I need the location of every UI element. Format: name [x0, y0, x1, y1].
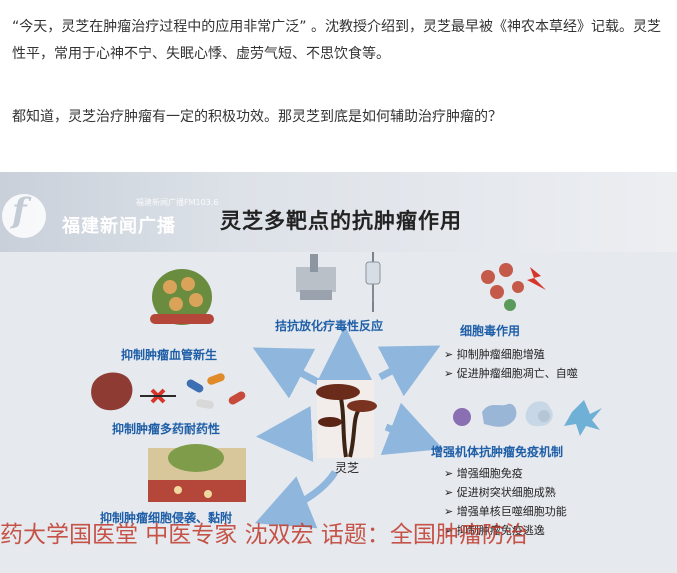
- bullet-marker: ➢: [444, 524, 454, 537]
- article-figure: f 福建新闻广播FM103.6 福建新闻广播 灵芝多靶点的抗肿瘤作用: [0, 172, 677, 573]
- video-caption-watermark: 药大学国医堂 中医专家 沈双宏 话题：全国肿瘤防治: [0, 522, 528, 548]
- broadcast-name: 福建新闻广播: [62, 216, 176, 237]
- immune-bullet-2: ➢ 促进树突状细胞成熟: [444, 486, 556, 499]
- center-label-lingzhi: 灵芝: [335, 461, 360, 475]
- lingzhi-mushroom-icon: [316, 380, 377, 458]
- label-anti-chemo-toxicity: 拮抗放化疗毒性反应: [275, 319, 384, 333]
- article-paragraph-2: 都知道，灵芝治疗肿瘤有一定的积极功效。那灵芝到底是如何辅助治疗肿瘤的？: [12, 109, 502, 125]
- broadcast-frequency: 福建新闻广播FM103.6: [136, 198, 219, 207]
- tumor-cells-icon: [481, 263, 546, 311]
- broadcast-logo: [2, 194, 46, 238]
- bullet-marker: ➢: [444, 348, 454, 361]
- bullet-marker: ➢: [444, 505, 454, 518]
- label-anti-invasion: 抑制肿瘤细胞侵袭、黏附: [100, 511, 233, 525]
- immune-bullet-4: ➢ 抑制肿瘤免疫逃逸: [444, 524, 545, 537]
- article-paragraph-1: “今天，灵芝在肿瘤治疗过程中的应用非常广泛” 。沈教授介绍到，灵芝最早被《神农本…: [12, 19, 661, 62]
- immune-bullet-3: ➢ 增强单核巨噬细胞功能: [444, 505, 567, 518]
- label-immune-enhancement: 增强机体抗肿瘤免疫机制: [431, 445, 564, 459]
- figure-banner: [0, 172, 677, 252]
- cytotoxic-bullet-1: ➢ 抑制肿瘤细胞增殖: [444, 348, 545, 361]
- diagram-illustration: [91, 252, 602, 529]
- immune-cells-icon: [453, 400, 602, 436]
- label-anti-angiogenesis: 抑制肿瘤血管新生: [121, 348, 218, 362]
- tumor-vessel-icon: [150, 269, 214, 325]
- label-cytotoxic-effect: 细胞毒作用: [460, 324, 521, 338]
- tumor-invasion-icon: [148, 444, 246, 502]
- immune-bullet-1: ➢ 增强细胞免疫: [444, 467, 523, 480]
- radiotherapy-equipment-icon: [296, 252, 381, 312]
- cytotoxic-bullet-2: ➢ 促进肿瘤细胞凋亡、自噬: [444, 367, 578, 380]
- bullet-marker: ➢: [444, 486, 454, 499]
- broadcast-logo-icon: f: [12, 191, 27, 231]
- label-anti-multidrug-resistance: 抑制肿瘤多药耐药性: [112, 422, 221, 436]
- diagram-arrows: [252, 326, 444, 529]
- drug-resistance-icon: [91, 372, 246, 411]
- figure-title: 灵芝多靶点的抗肿瘤作用: [220, 209, 462, 233]
- bullet-marker: ➢: [444, 367, 454, 380]
- bullet-marker: ➢: [444, 467, 454, 480]
